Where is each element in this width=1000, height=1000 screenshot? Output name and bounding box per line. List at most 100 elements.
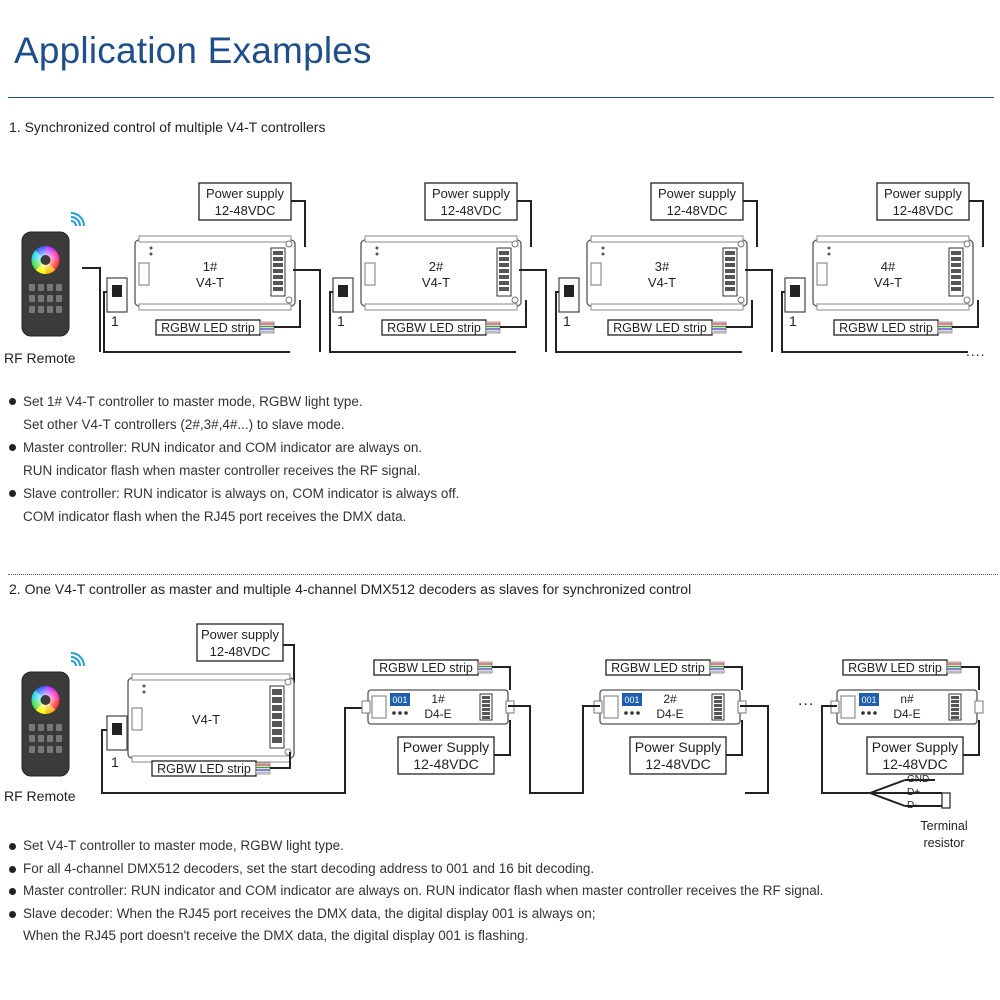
decoder-model: D4-E (893, 707, 920, 721)
signal-arc-icon (70, 220, 77, 227)
controller-top-rail (138, 235, 292, 243)
bus-label-dminus: D- (907, 800, 918, 811)
remote-key (38, 746, 44, 753)
rj45-loop-wire (329, 291, 516, 353)
rf-remote: RF Remote (4, 212, 85, 366)
remote-key (56, 295, 62, 302)
decoder-button (630, 711, 634, 715)
remote-key (38, 284, 44, 291)
remote-key (29, 735, 35, 742)
power-supply-label: Power supply (432, 186, 511, 201)
power-supply-label: Power Supply (635, 739, 721, 755)
strip-wire-lead (961, 666, 980, 690)
controller-top-rail (590, 235, 744, 243)
terminal-slot (482, 696, 490, 699)
switch-toggle (112, 285, 122, 297)
remote-key (56, 746, 62, 753)
terminal-slot (272, 705, 282, 711)
power-supply-box (650, 182, 744, 221)
bus-wire (905, 779, 942, 807)
terminal-slot (951, 716, 959, 719)
terminal-slot (714, 716, 722, 719)
digital-display (859, 693, 879, 706)
power-wire (494, 720, 511, 756)
remote-key (56, 284, 62, 291)
strip-wire-lead (274, 300, 301, 328)
mount-hole (284, 678, 292, 686)
decoder-chain-wire (740, 705, 769, 794)
rgbw-led-strip: RGBW LED strip (842, 659, 962, 676)
terminal-slot (273, 257, 283, 261)
indicator-led (375, 252, 379, 256)
power-supply-2: Power supply 12-48VDC (424, 182, 518, 221)
power-wire (743, 200, 758, 247)
controller-number: 3# (655, 259, 670, 274)
decoder-chain-wire (821, 705, 870, 794)
rj45-port (131, 707, 143, 731)
remote-label: RF Remote (4, 350, 76, 366)
rgbw-led-strip: RGBW LED strip (605, 659, 725, 676)
switch-label: 1 (563, 313, 571, 329)
rf-remote: RF Remote (4, 652, 85, 804)
indicator-led (601, 246, 605, 250)
bus-label-gnd: GND (907, 774, 929, 785)
controller-model: V4-T (648, 275, 676, 290)
decoder-number: 1# (431, 692, 445, 706)
rj45-loop-wire (103, 291, 290, 353)
terminal-slot (951, 269, 961, 273)
rgbw-led-strip: RGBW LED strip (607, 319, 727, 336)
signal-arc-icon (70, 656, 81, 667)
controller-bottom-rail (364, 303, 518, 311)
signal-arc-icon (70, 652, 85, 667)
remote-key (47, 306, 53, 313)
terminal-slot (725, 269, 735, 273)
power-supply-voltage: 12-48VDC (441, 203, 502, 218)
power-wire (969, 200, 984, 247)
v4-t-controller: 3#V4-T (586, 235, 748, 311)
rj45-loop-wire (781, 291, 968, 353)
power-supply-label: Power Supply (872, 739, 958, 755)
section2-note-2: For all 4-channel DMX512 decoders, set t… (8, 858, 824, 881)
digital-display (390, 693, 410, 706)
master-to-decoder-wire (101, 707, 363, 794)
power-supply-voltage: 12-48VDC (893, 203, 954, 218)
chain-wire (293, 269, 321, 352)
strip-wire-lead (726, 300, 753, 328)
v4-t-controller: 1#V4-T (134, 235, 296, 311)
terminal-slot (499, 251, 509, 255)
remote-key (38, 724, 44, 731)
terminal-slot (272, 689, 282, 695)
rgbw-led-strip: RGBW LED strip (381, 319, 501, 336)
terminal-slot (951, 251, 961, 255)
terminal-slot (273, 251, 283, 255)
terminal-slot (951, 708, 959, 711)
indicator-led (142, 690, 146, 694)
rj45-port (364, 262, 376, 286)
terminal-slot (272, 713, 282, 719)
power-wire (726, 720, 743, 756)
strip-label: RGBW LED strip (839, 321, 933, 335)
terminal-slot (951, 263, 961, 267)
terminal-slot (273, 269, 283, 273)
remote-label: RF Remote (4, 788, 76, 804)
mount-hole (737, 296, 745, 304)
power-supply-box (424, 182, 518, 221)
terminal-slot (273, 281, 283, 285)
terminal-slot (499, 263, 509, 267)
terminal-slot (482, 716, 490, 719)
wheel-center (40, 695, 51, 705)
controller-bottom-rail (138, 303, 292, 311)
remote-key (47, 295, 53, 302)
remote-key (47, 724, 53, 731)
terminal-slot (714, 708, 722, 711)
decoder-number: n# (900, 692, 914, 706)
decoder-button (392, 711, 396, 715)
signal-arc-icon (70, 212, 85, 227)
